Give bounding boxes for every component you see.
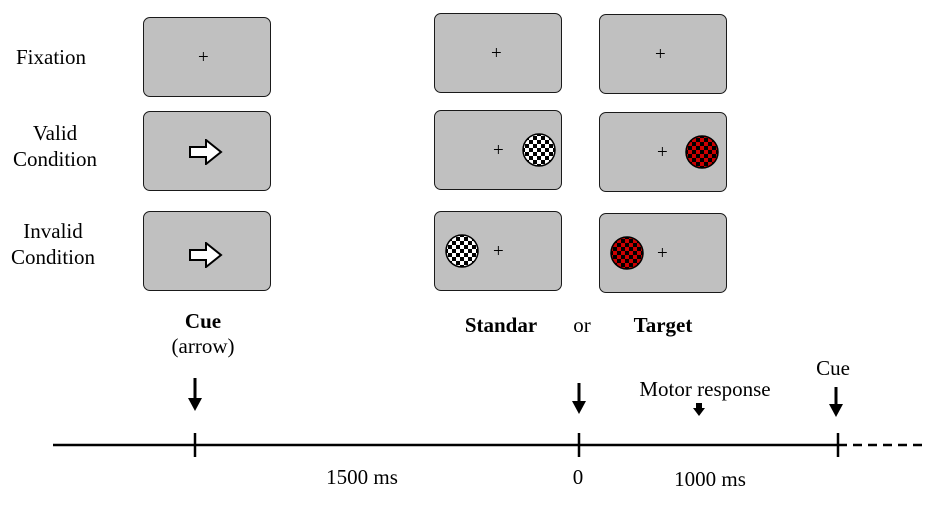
- target-fixation-screen: +: [599, 14, 727, 94]
- down-arrow-icon: [829, 387, 843, 417]
- caption-cue: Cue: [184, 309, 222, 333]
- right-arrow-icon: [189, 242, 223, 268]
- fixation-cross: +: [657, 142, 668, 163]
- black-checkerboard-stimulus-icon: [445, 234, 479, 268]
- timeline-label-cue: Cue: [816, 356, 850, 380]
- row-label-valid: Valid Condition: [0, 120, 115, 172]
- caption-standard: Standar: [464, 313, 538, 337]
- row-label-invalid: Invalid Condition: [0, 218, 113, 270]
- fixation-cross: +: [198, 47, 209, 68]
- fixation-cross: +: [493, 241, 504, 262]
- standard-invalid-screen: +: [434, 211, 562, 291]
- cue-fixation-screen: +: [143, 17, 271, 97]
- row-label-invalid-line1: Invalid: [23, 219, 83, 243]
- timeline-label-zero: 0: [572, 465, 584, 489]
- caption-or: or: [573, 313, 591, 337]
- standard-valid-screen: +: [434, 110, 562, 190]
- caption-cue-sub: (arrow): [171, 334, 235, 358]
- red-checkerboard-stimulus-icon: [610, 236, 644, 270]
- standard-fixation-screen: +: [434, 13, 562, 93]
- fixation-cross: +: [657, 243, 668, 264]
- right-arrow-icon: [189, 139, 223, 165]
- row-label-valid-line1: Valid: [32, 121, 78, 145]
- fixation-cross: +: [491, 43, 502, 64]
- row-label-fixation: Fixation: [15, 45, 86, 69]
- motor-response-arrow-icon: [693, 403, 705, 416]
- cue-valid-screen: [143, 111, 271, 191]
- down-arrow-icon: [572, 383, 586, 414]
- fixation-cross: +: [493, 140, 504, 161]
- row-label-invalid-line2: Condition: [10, 245, 95, 269]
- timeline-label-motor-response: Motor response: [639, 377, 771, 401]
- red-checkerboard-stimulus-icon: [685, 135, 719, 169]
- black-checkerboard-stimulus-icon: [522, 133, 556, 167]
- down-arrow-icon: [188, 378, 202, 411]
- cue-invalid-screen: [143, 211, 271, 291]
- row-label-valid-line2: Condition: [12, 147, 97, 171]
- timeline-label-1500ms: 1500 ms: [326, 465, 398, 489]
- target-invalid-screen: +: [599, 213, 727, 293]
- caption-target: Target: [633, 313, 693, 337]
- timeline-label-1000ms: 1000 ms: [674, 467, 746, 491]
- target-valid-screen: +: [599, 112, 727, 192]
- fixation-cross: +: [655, 44, 666, 65]
